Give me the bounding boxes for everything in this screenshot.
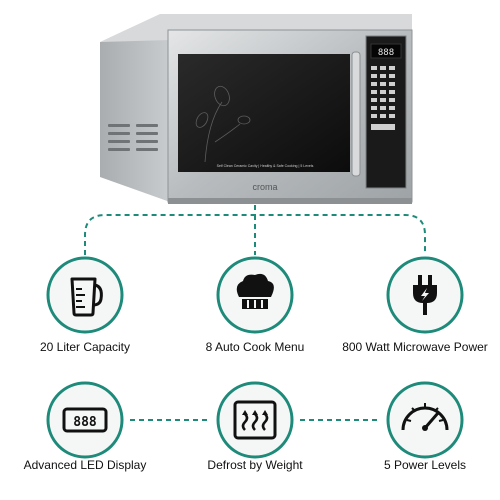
- feature-label-power: 800 Watt Microwave Power: [342, 340, 488, 354]
- chef-hat-icon: [216, 256, 294, 334]
- door-caption: Self Clean Ceramic Cavity | Healthy & Sa…: [217, 164, 314, 168]
- feature-label-power-levels: 5 Power Levels: [383, 458, 467, 472]
- power-plug-icon: [386, 256, 464, 334]
- led-display-icon: 888: [46, 381, 124, 459]
- defrost-icon: [216, 381, 294, 459]
- led-display-digits: 888: [73, 415, 97, 430]
- measuring-jug-icon: [46, 256, 124, 334]
- control-display: 888: [378, 48, 394, 58]
- brand-logo: croma: [252, 182, 277, 192]
- feature-label-auto-cook: 8 Auto Cook Menu: [205, 340, 305, 354]
- feature-label-capacity: 20 Liter Capacity: [39, 340, 131, 354]
- feature-label-defrost: Defrost by Weight: [207, 458, 303, 472]
- microwave-image: Self Clean Ceramic Cavity | Healthy & Sa…: [100, 14, 413, 204]
- feature-label-led-display: Advanced LED Display: [23, 458, 147, 472]
- gauge-icon: [386, 381, 464, 459]
